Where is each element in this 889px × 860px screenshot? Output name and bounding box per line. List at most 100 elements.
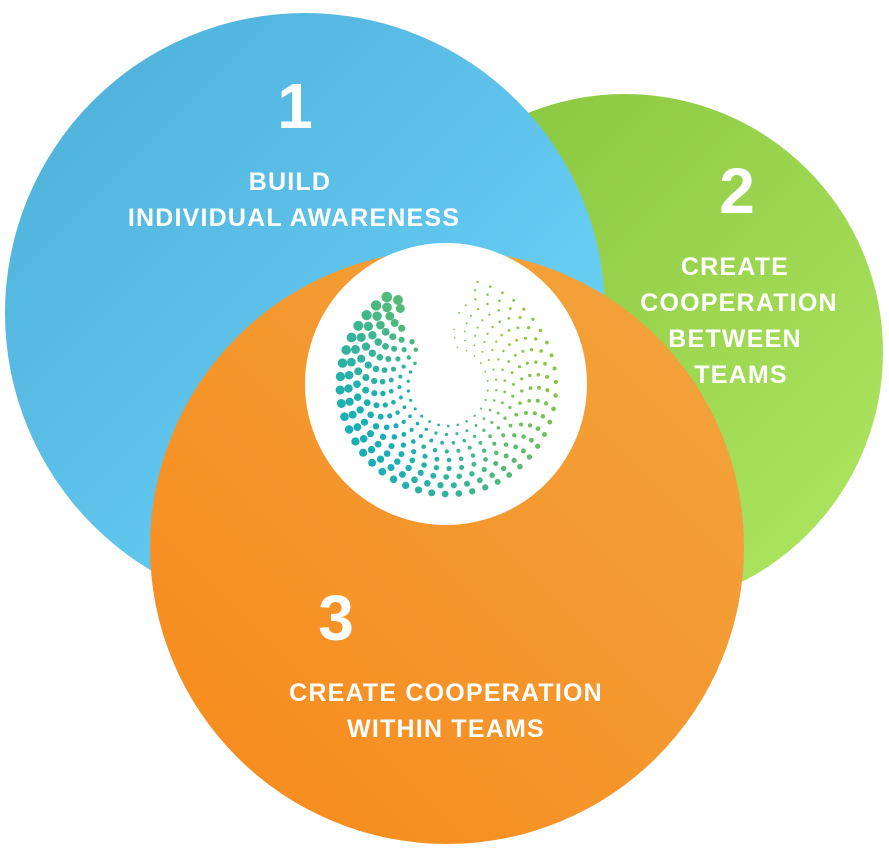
spiral-dot [381,328,390,336]
spiral-dot [376,353,384,361]
spiral-dot [440,440,445,445]
spiral-dot [517,365,522,369]
spiral-dot [549,353,554,358]
spiral-dot [473,344,476,347]
spiral-dot [372,423,380,430]
section-3-number: 3 [318,582,354,654]
spiral-dot [513,444,518,450]
spiral-dot [508,405,512,410]
spiral-dot [521,434,526,439]
spiral-dot [371,390,378,397]
spiral-dot [465,429,469,433]
spiral-dot [535,398,540,403]
spiral-dot [514,412,519,417]
spiral-dot [525,361,529,365]
spiral-dot [503,390,507,394]
spiral-dot [470,453,476,458]
spiral-dot [437,423,440,427]
spiral-dot [398,470,406,478]
section-2-label-line-2: COOPERATION [640,289,837,317]
spiral-dot [381,367,388,373]
spiral-dot [531,317,535,321]
spiral-dot [368,458,377,467]
spiral-dot [481,350,484,353]
spiral-dot [486,293,489,296]
spiral-dot [428,420,432,423]
spiral-dot [508,307,512,310]
spiral-dot [353,423,362,432]
spiral-dot [487,359,491,362]
spiral-dot [366,430,375,438]
spiral-dot [390,319,399,327]
spiral-dot [409,427,414,432]
spiral-dot [458,456,464,462]
spiral-dot [378,467,387,476]
spiral-dot [482,417,486,420]
spiral-dot [405,464,412,472]
spiral-dot [537,385,541,390]
spiral-dot [540,414,546,419]
spiral-dot [528,437,534,443]
spiral-dot [545,388,550,393]
spiral-dot [476,477,483,484]
spiral-dot [500,465,507,472]
spiral-dot [398,336,405,343]
spiral-dot [356,332,366,342]
spiral-dot [389,333,397,341]
spiral-dot [496,426,501,430]
spiral-dot [463,330,466,333]
spiral-dot [490,420,494,424]
spiral-dot [377,413,384,420]
spiral-dot [534,337,538,341]
spiral-dot [401,346,407,353]
spiral-dot [379,433,387,440]
spiral-dot [518,422,524,427]
spiral-dot [354,367,363,376]
spiral-dot [383,424,390,431]
spiral-dot [422,453,428,459]
spiral-dot [382,402,388,408]
spiral-dot [464,480,470,487]
spiral-dot [536,372,541,377]
spiral-dot [362,386,370,394]
section-3-label-line-1: CREATE COOPERATION [289,679,603,707]
spiral-dot [395,304,405,313]
spiral-dot [465,420,468,423]
spiral-dot [347,357,356,367]
spiral-dot [344,370,354,380]
spiral-dot [402,481,410,490]
spiral-dot [455,490,463,497]
spiral-dot [385,311,395,321]
spiral-dot [456,473,463,480]
spiral-dot [498,299,501,303]
spiral-dot [398,451,405,458]
spiral-dot [420,414,424,418]
spiral-dot [494,450,499,456]
section-2-label-line-3: BETWEEN [668,325,801,353]
spiral-dot [351,437,360,446]
spiral-dot [515,338,519,342]
spiral-dot [367,411,375,419]
spiral-dot [408,414,412,419]
spiral-dot [353,393,362,401]
spiral-dot [494,478,501,485]
section-2-label-line-4: TEAMS [694,361,788,389]
spiral-dot [528,386,533,390]
spiral-dot [395,410,400,415]
section-1-label-line-1: BUILD [249,168,331,196]
spiral-dot [388,443,395,450]
spiral-dot [489,472,495,479]
spiral-dot [526,326,531,330]
spiral-dot [361,309,372,321]
spiral-dot [335,385,345,395]
spiral-dot [497,358,500,361]
spiral-dot [541,431,548,438]
spiral-dot [469,314,473,317]
spiral-dot [520,377,524,381]
spiral-dot [527,398,532,403]
spiral-dot [543,361,547,366]
spiral-dot [374,440,382,448]
spiral-dot [511,457,517,464]
spiral-dot [353,380,361,389]
spiral-dot [433,464,440,471]
